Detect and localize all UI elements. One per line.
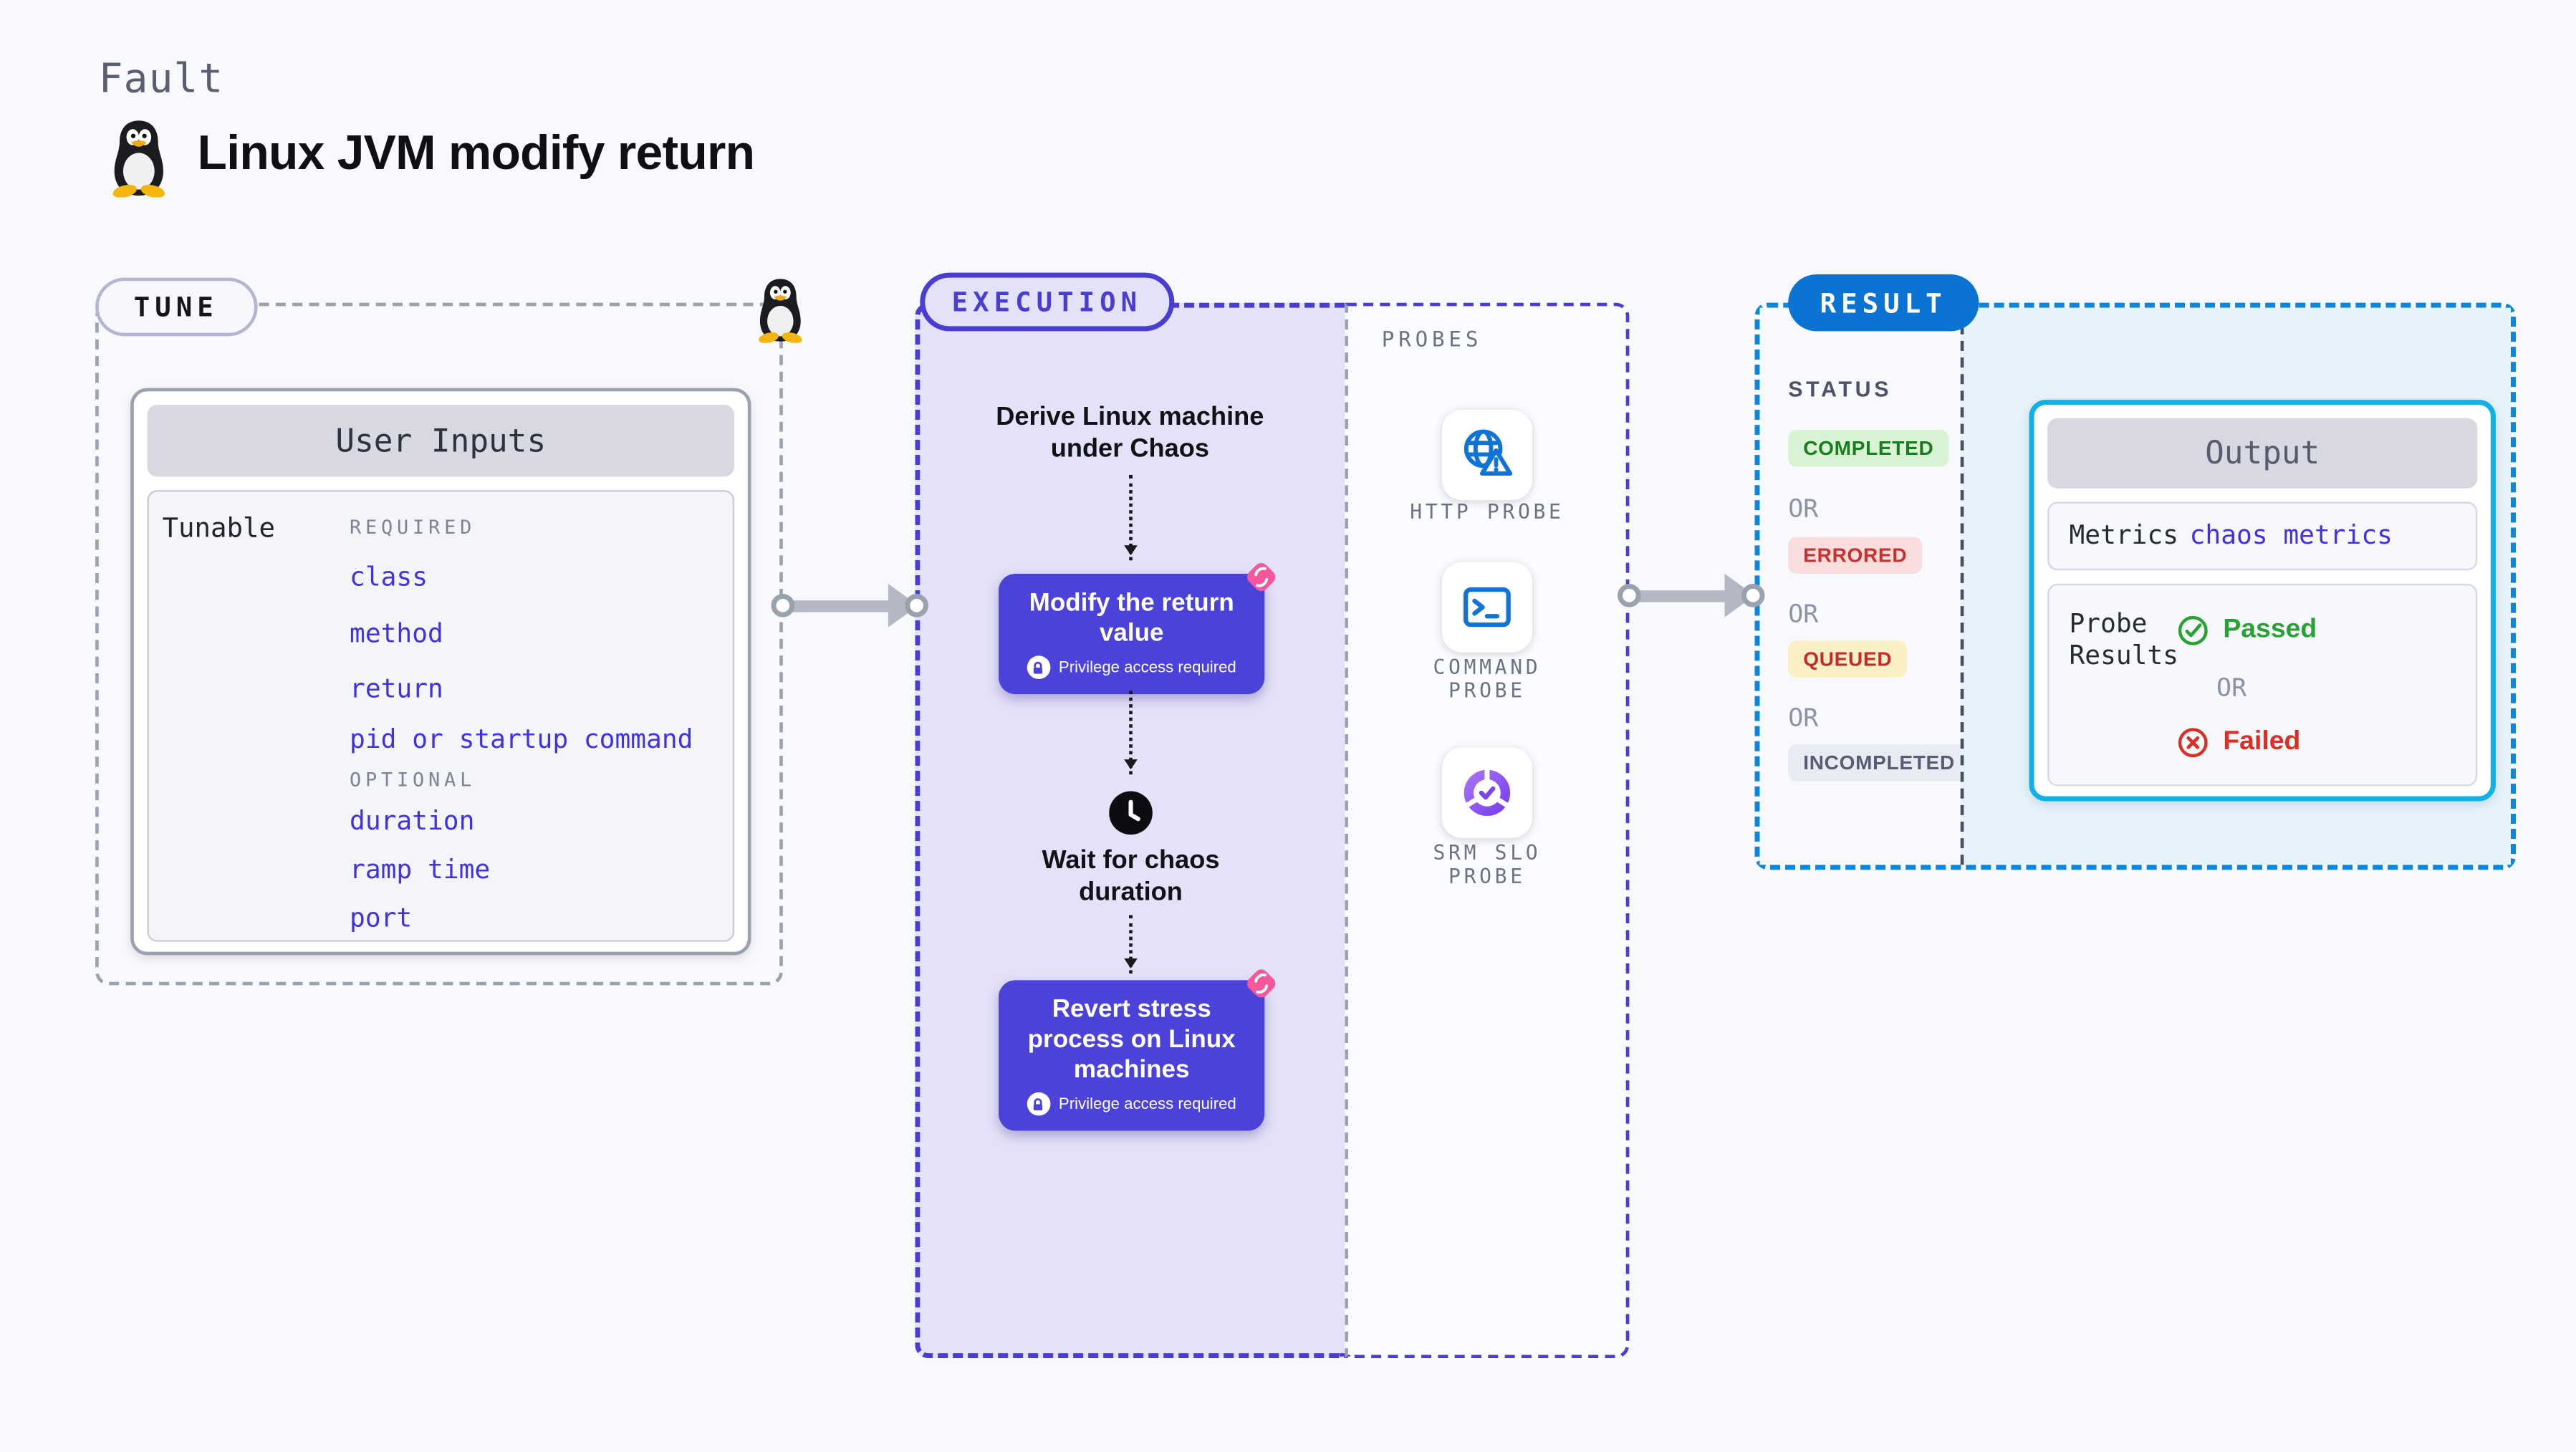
user-inputs-title: User Inputs [147, 405, 735, 477]
param-ramp-time[interactable]: ramp time [350, 855, 491, 885]
execution-badge: EXECUTION [920, 272, 1174, 332]
arrow-start-dot [771, 593, 795, 617]
check-circle-icon [2178, 615, 2208, 645]
tune-to-execution-arrow [771, 582, 928, 629]
fault-kind-label: Fault [98, 55, 224, 102]
output-panel: Output Metrics chaos metrics Probe Resul… [1960, 307, 2511, 865]
page-title: Linux JVM modify return [197, 127, 755, 181]
http-probe-label: HTTP PROBE [1410, 500, 1565, 524]
param-method[interactable]: method [350, 618, 443, 650]
wait-step-label: Wait for chaos duration [1042, 846, 1220, 907]
privilege-note: Privilege access required [999, 655, 1264, 694]
probes-label: PROBES [1381, 326, 1483, 352]
lock-icon [1027, 1092, 1051, 1116]
param-duration[interactable]: duration [350, 806, 475, 837]
output-title: Output [2047, 418, 2478, 489]
tune-badge: TUNE [95, 277, 257, 337]
metrics-row: Metrics chaos metrics [2047, 501, 2478, 571]
optional-label: OPTIONAL [350, 767, 476, 792]
tune-section-box [95, 302, 783, 986]
command-probe-card[interactable] [1441, 562, 1532, 653]
param-port[interactable]: port [350, 903, 413, 933]
lock-icon [1027, 655, 1051, 680]
probe-results-label: Probe Results [2069, 608, 2179, 671]
srm-slo-probe-label: SRM SLO PROBE [1433, 841, 1542, 888]
failed-row: Failed [2176, 726, 2300, 759]
arrow-end-dot [905, 593, 928, 617]
execution-to-result-arrow [1618, 572, 1765, 619]
status-label: STATUS [1788, 376, 1893, 402]
modify-return-label: Modify the return value [1029, 588, 1234, 648]
arrow-shaft [779, 600, 895, 612]
linux-tux-corner-icon [759, 279, 802, 343]
privilege-note-text: Privilege access required [1058, 1095, 1236, 1114]
or-label: OR [1788, 702, 1819, 733]
revert-step-label: Revert stress process on Linux machines [1027, 995, 1236, 1085]
user-inputs-body: Tunable REQUIRED class method return pid… [147, 490, 735, 942]
privilege-note-text: Privilege access required [1058, 658, 1236, 677]
param-return[interactable]: return [350, 674, 443, 705]
status-badge-errored: ERRORED [1788, 537, 1923, 574]
metrics-label: Metrics [2069, 520, 2179, 551]
linux-tux-icon [112, 120, 165, 198]
chaos-pink-icon [1247, 562, 1276, 592]
status-badge-queued: QUEUED [1788, 640, 1908, 678]
result-badge: RESULT [1788, 274, 1979, 332]
derive-step-label: Derive Linux machine under Chaos [996, 403, 1264, 463]
status-badge-completed: COMPLETED [1788, 430, 1949, 467]
passed-label: Passed [2223, 615, 2317, 645]
privilege-note: Privilege access required [999, 1092, 1264, 1131]
or-label: OR [2216, 672, 2247, 703]
passed-row: Passed [2176, 614, 2317, 648]
srm-slo-probe-card[interactable] [1441, 747, 1532, 838]
arrow-start-dot [1618, 583, 1641, 607]
status-column: STATUS COMPLETED OR ERRORED OR QUEUED OR… [1759, 307, 1970, 865]
connector-wait-to-revert [1124, 915, 1138, 974]
revert-step-card[interactable]: Revert stress process on Linux machines … [999, 969, 1276, 1131]
tunable-label: Tunable [162, 511, 275, 544]
http-probe-card[interactable] [1441, 410, 1532, 501]
or-label: OR [1788, 598, 1819, 629]
slo-donut-icon [1464, 769, 1511, 817]
arrow-shaft [1625, 590, 1731, 602]
failed-label: Failed [2223, 727, 2301, 756]
connector-modify-to-wait [1124, 691, 1138, 775]
required-label: REQUIRED [350, 515, 476, 539]
terminal-icon [1463, 587, 1511, 628]
command-probe-label: COMMAND PROBE [1433, 655, 1542, 703]
or-label: OR [1788, 493, 1819, 524]
clock-icon [1109, 791, 1153, 835]
probe-results-row: Probe Results Passed OR [2047, 583, 2478, 787]
param-class[interactable]: class [350, 562, 428, 592]
output-card: Output Metrics chaos metrics Probe Resul… [2029, 400, 2496, 802]
chaos-pink-icon [1247, 969, 1276, 998]
x-circle-icon [2178, 728, 2208, 758]
status-badge-incompleted: INCOMPLETED [1788, 744, 1970, 782]
globe-alert-icon [1464, 429, 1513, 476]
user-inputs-card: User Inputs Tunable REQUIRED class metho… [130, 388, 751, 956]
metrics-value-link[interactable]: chaos metrics [2189, 520, 2393, 551]
modify-return-step-card[interactable]: Modify the return value Privilege access… [999, 562, 1276, 695]
param-pid-or-startup-command[interactable]: pid or startup command [350, 724, 693, 755]
arrow-end-dot [1741, 583, 1765, 607]
result-section-box: STATUS COMPLETED OR ERRORED OR QUEUED OR… [1754, 302, 2516, 870]
connector-derive-to-modify [1124, 475, 1138, 561]
